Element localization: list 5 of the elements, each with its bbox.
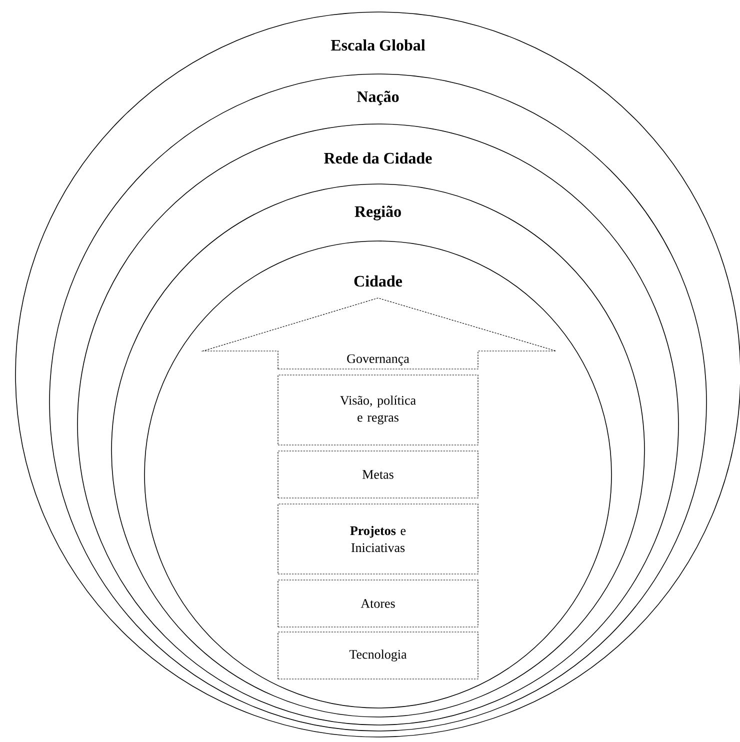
layer-box: Atores: [278, 580, 478, 628]
layer-box: Projetos e Iniciativas: [278, 504, 478, 574]
layer-box: Metas: [278, 450, 478, 498]
layer-box: Tecnologia: [278, 632, 478, 680]
layer-box: Visão, política e regras: [278, 374, 478, 446]
